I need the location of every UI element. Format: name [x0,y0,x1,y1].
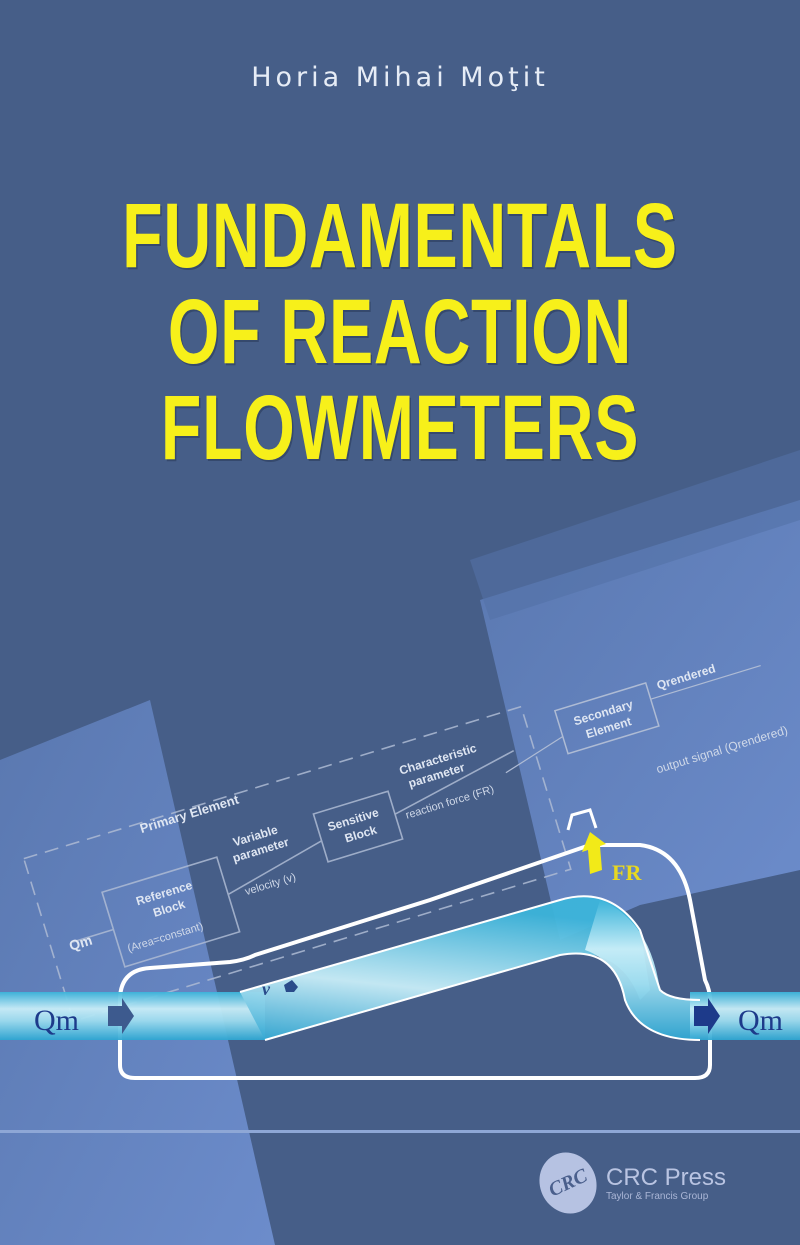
publisher-block: CRC CRC Press Taylor & Francis Group [529,1143,727,1223]
force-arrow-icon [582,832,606,874]
book-title: FUNDAMENTALS OF REACTION FLOWMETERS [112,188,688,476]
velocity-arrow-icon [284,980,298,992]
velocity-label: v [262,979,271,999]
meter-housing-outline [118,843,712,1080]
light-panel-right [480,500,800,940]
title-line-1: FUNDAMENTALS [122,185,678,287]
svg-text:Qm: Qm [67,932,94,954]
separator-line [0,1130,800,1133]
crc-logo-icon: CRC [529,1143,607,1223]
flow-out-arrow-icon [694,998,720,1034]
publisher-name: CRC Press [606,1163,727,1191]
publisher-subtitle: Taylor & Francis Group [606,1190,709,1202]
flow-out-label: Qm [738,1004,783,1037]
title-line-2: OF REACTION [167,281,633,383]
author-name: Horia Mihai Moţit [251,62,549,93]
svg-text:FR: FR [612,860,642,885]
title-line-3: FLOWMETERS [160,377,640,479]
flow-in-label: Qm [34,1004,79,1037]
flow-in-arrow-icon [108,998,134,1034]
